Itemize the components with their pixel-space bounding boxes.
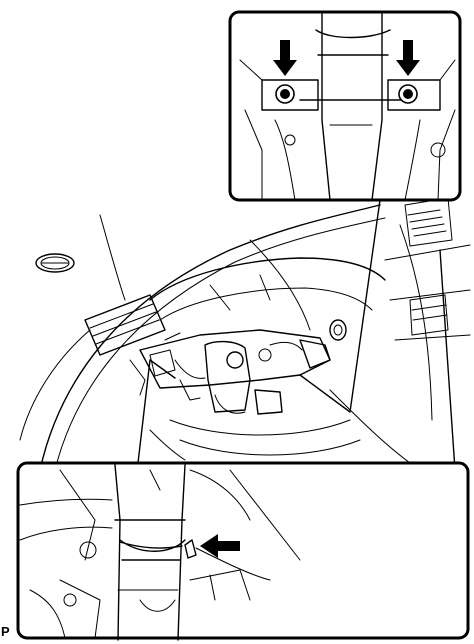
figure-code: P	[1, 624, 10, 639]
upper-detail-inset	[228, 10, 462, 202]
down-arrow-icon	[396, 40, 420, 76]
left-nut	[275, 84, 295, 104]
oval-vent	[35, 253, 75, 273]
left-vent	[84, 294, 166, 356]
steering-column-assembly	[129, 319, 347, 415]
left-arrow-icon	[200, 534, 240, 558]
lower-callout-leader	[137, 359, 176, 464]
upper-callout-leader	[299, 199, 381, 413]
down-arrow-icon	[273, 40, 297, 76]
dashboard-scene	[19, 197, 471, 471]
lower-detail-inset	[16, 461, 470, 641]
right-nut	[398, 84, 418, 104]
